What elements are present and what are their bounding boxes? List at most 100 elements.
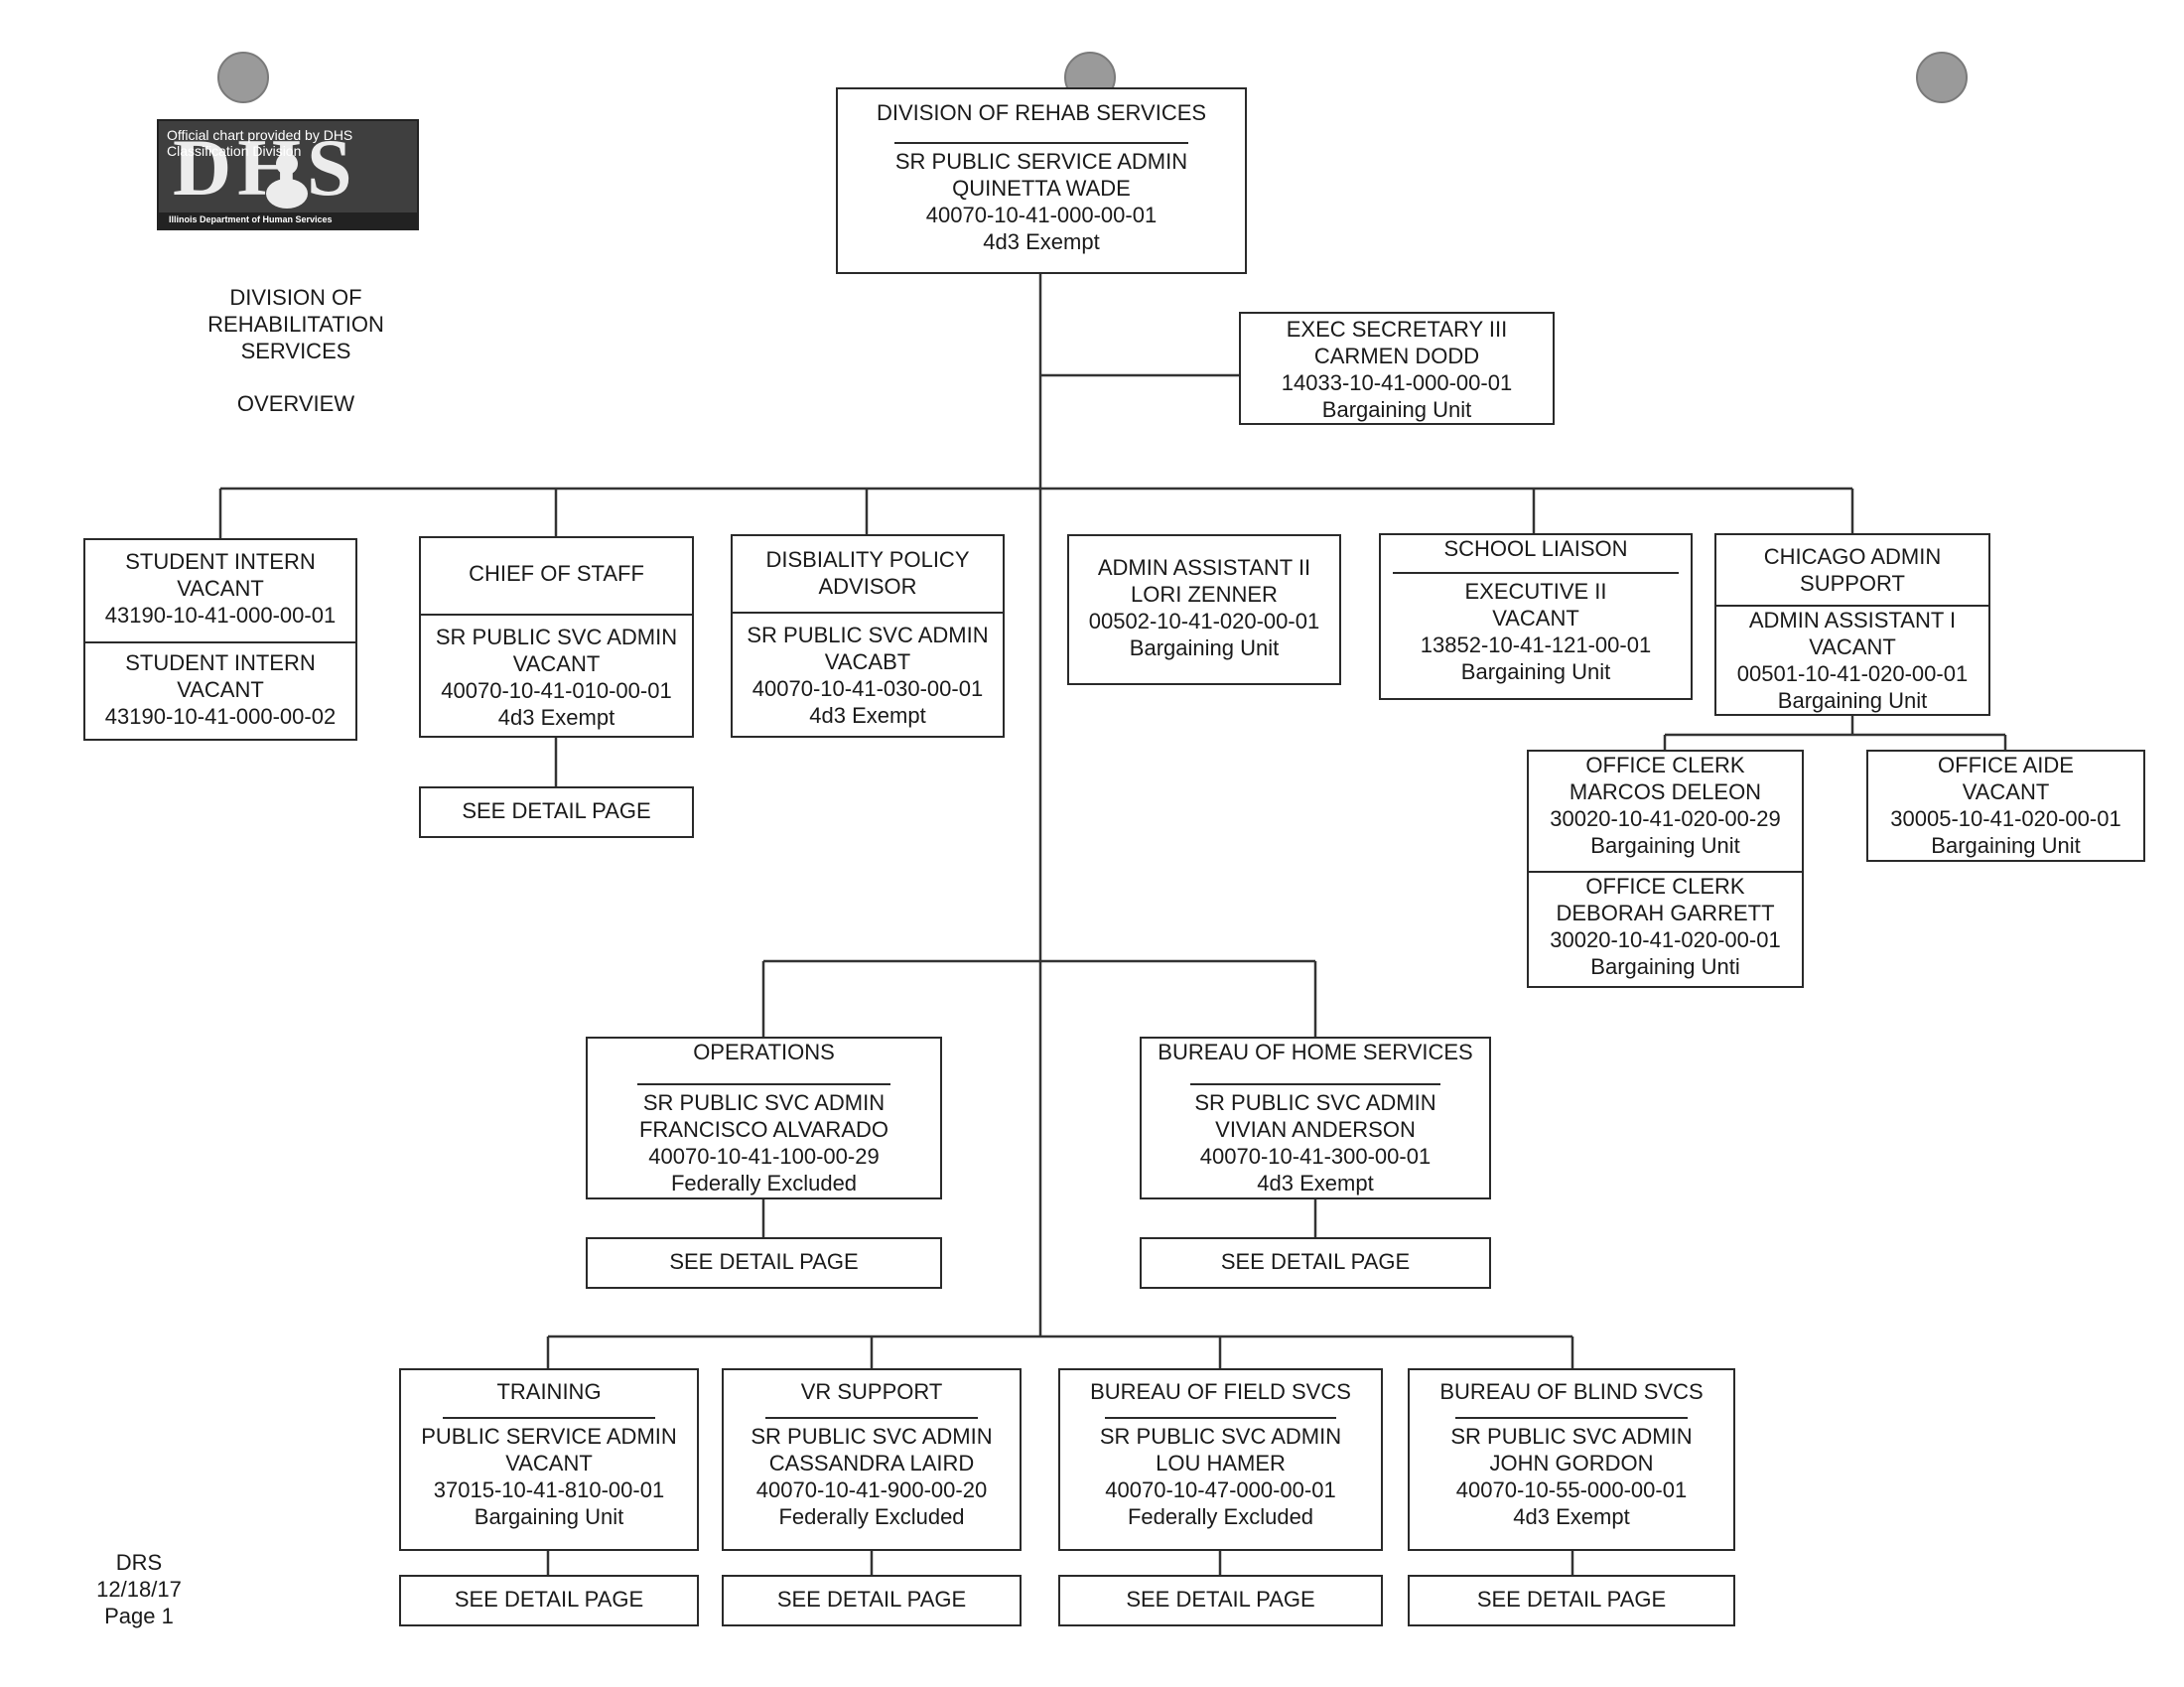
position-title: SR PUBLIC SVC ADMIN [1450, 1424, 1693, 1449]
student-intern-1: STUDENT INTERN VACANT 43190-10-41-000-00… [85, 540, 355, 641]
unit-name-line1: DISBIALITY POLICY [765, 547, 970, 572]
position-number: 00501-10-41-020-00-01 [1736, 661, 1969, 686]
unit-name: DIVISION OF REHAB SERVICES [876, 100, 1207, 125]
chicago-admin-support-box: CHICAGO ADMIN SUPPORT ADMIN ASSISTANT I … [1714, 533, 1990, 716]
employment-status: Bargaining Unit [1129, 635, 1280, 660]
position-number: 14033-10-41-000-00-01 [1281, 370, 1513, 395]
position-title: SR PUBLIC SVC ADMIN [435, 625, 678, 649]
employee-name: VACABT [824, 649, 911, 674]
overview-label: OVERVIEW [236, 391, 355, 416]
employment-status: Bargaining Unit [1931, 833, 2081, 858]
position-number: 40070-10-55-000-00-01 [1455, 1477, 1688, 1502]
office-aide-box: OFFICE AIDE VACANT 30005-10-41-020-00-01… [1866, 750, 2145, 862]
position-number: 30020-10-41-020-00-29 [1550, 806, 1781, 831]
position-title: EXECUTIVE II [1464, 579, 1607, 604]
see-detail-page-button[interactable]: SEE DETAIL PAGE [722, 1575, 1022, 1626]
disability-policy-advisor-box: DISBIALITY POLICY ADVISOR SR PUBLIC SVC … [731, 534, 1005, 738]
see-detail-page-button[interactable]: SEE DETAIL PAGE [1408, 1575, 1735, 1626]
unit-name: OPERATIONS [693, 1040, 835, 1064]
see-detail-page-button[interactable]: SEE DETAIL PAGE [586, 1237, 942, 1289]
position-title: EXEC SECRETARY III [1286, 317, 1508, 342]
employee-name: MARCOS DELEON [1569, 779, 1762, 804]
see-detail-page-button[interactable]: SEE DETAIL PAGE [1140, 1237, 1491, 1289]
operations-box: OPERATIONS SR PUBLIC SVC ADMIN FRANCISCO… [586, 1037, 942, 1199]
office-clerk-1: OFFICE CLERK MARCOS DELEON 30020-10-41-0… [1529, 752, 1802, 871]
bureau-home-services-box: BUREAU OF HOME SERVICES SR PUBLIC SVC AD… [1140, 1037, 1491, 1199]
unit-header: CHICAGO ADMIN SUPPORT [1716, 535, 1988, 605]
unit-name: VR SUPPORT [800, 1379, 943, 1404]
office-clerk-box: OFFICE CLERK MARCOS DELEON 30020-10-41-0… [1527, 750, 1804, 988]
position-title: OFFICE CLERK [1585, 874, 1745, 899]
employment-status: Federally Excluded [778, 1504, 965, 1529]
employee-name: LORI ZENNER [1131, 582, 1278, 607]
logo-figure-body [266, 179, 308, 209]
employee-name: QUINETTA WADE [952, 176, 1131, 201]
position-number: 43190-10-41-000-00-01 [104, 603, 337, 628]
punch-hole-left [217, 52, 269, 103]
employment-status: 4d3 Exempt [497, 705, 615, 730]
employee-name: VACANT [505, 1451, 593, 1476]
admin-assistant-box: ADMIN ASSISTANT II LORI ZENNER 00502-10-… [1067, 534, 1341, 685]
student-intern-box: STUDENT INTERN VACANT 43190-10-41-000-00… [83, 538, 357, 741]
employee-name: LOU HAMER [1156, 1451, 1286, 1476]
employee-name: VACANT [512, 651, 601, 676]
employment-status: 4d3 Exempt [983, 229, 1100, 254]
unit-name: SCHOOL LIAISON [1443, 536, 1628, 561]
employment-status: Bargaining Unit [1321, 397, 1472, 422]
divider-line [442, 1417, 656, 1419]
employee-name: VACANT [1809, 634, 1896, 659]
see-detail-page-button[interactable]: SEE DETAIL PAGE [399, 1575, 699, 1626]
divider-line [1105, 1417, 1336, 1419]
position-number: 37015-10-41-810-00-01 [433, 1477, 665, 1502]
position-number: 40070-10-47-000-00-01 [1105, 1477, 1336, 1502]
position-title: OFFICE AIDE [1938, 753, 2074, 777]
school-liaison-box: SCHOOL LIAISON EXECUTIVE II VACANT 13852… [1379, 533, 1693, 700]
divider-line [1190, 1083, 1440, 1085]
employment-status: Bargaining Unit [474, 1504, 624, 1529]
logo-footer-bar [159, 212, 417, 228]
position-number: 30005-10-41-020-00-01 [1890, 806, 2121, 831]
employee-name: FRANCISCO ALVARADO [638, 1117, 888, 1142]
employment-status: Bargaining Unit [1777, 688, 1928, 713]
employee-name: VIVIAN ANDERSON [1215, 1117, 1416, 1142]
unit-name-line1: CHICAGO ADMIN [1763, 544, 1942, 569]
employment-status: Federally Excluded [1127, 1504, 1314, 1529]
position-number: 40070-10-41-900-00-20 [755, 1477, 988, 1502]
position-number: 40070-10-41-100-00-29 [648, 1144, 880, 1169]
employee-name: JOHN GORDON [1489, 1451, 1654, 1476]
unit-name-line2: ADVISOR [818, 574, 917, 599]
employment-status: 4d3 Exempt [1513, 1504, 1630, 1529]
position-title: SR PUBLIC SVC ADMIN [642, 1090, 886, 1115]
position-title: STUDENT INTERN [125, 650, 316, 675]
position-details: SR PUBLIC SVC ADMIN VACANT 40070-10-41-0… [421, 614, 692, 731]
position-details: SR PUBLIC SVC ADMIN VACABT 40070-10-41-0… [733, 612, 1003, 729]
division-head-box: DIVISION OF REHAB SERVICES SR PUBLIC SER… [836, 87, 1247, 274]
employee-name: VACANT [1492, 606, 1579, 631]
position-number: 13852-10-41-121-00-01 [1420, 633, 1652, 657]
see-detail-page-button[interactable]: SEE DETAIL PAGE [419, 786, 694, 838]
office-clerk-2: OFFICE CLERK DEBORAH GARRETT 30020-10-41… [1529, 871, 1802, 980]
vr-support-box: VR SUPPORT SR PUBLIC SVC ADMIN CASSANDRA… [722, 1368, 1022, 1551]
position-title: SR PUBLIC SERVICE ADMIN [894, 149, 1188, 174]
training-box: TRAINING PUBLIC SERVICE ADMIN VACANT 370… [399, 1368, 699, 1551]
chief-of-staff-box: CHIEF OF STAFF SR PUBLIC SVC ADMIN VACAN… [419, 536, 694, 738]
unit-name: CHIEF OF STAFF [469, 561, 644, 586]
see-detail-page-button[interactable]: SEE DETAIL PAGE [1058, 1575, 1383, 1626]
logo-footer-text: Illinois Department of Human Services [169, 214, 333, 224]
unit-name: TRAINING [496, 1379, 602, 1404]
employment-status: 4d3 Exempt [1257, 1171, 1374, 1195]
punch-hole-right [1916, 52, 1968, 103]
employee-name: CARMEN DODD [1313, 344, 1480, 368]
divider-line [764, 1417, 979, 1419]
unit-name-line2: SUPPORT [1800, 571, 1905, 596]
position-title: OFFICE CLERK [1585, 753, 1745, 777]
unit-name: BUREAU OF BLIND SVCS [1439, 1379, 1704, 1404]
logo-figure-head [276, 153, 298, 175]
employee-name: CASSANDRA LAIRD [768, 1451, 975, 1476]
employment-status: 4d3 Exempt [809, 703, 926, 728]
position-number: 30020-10-41-020-00-01 [1550, 927, 1781, 952]
